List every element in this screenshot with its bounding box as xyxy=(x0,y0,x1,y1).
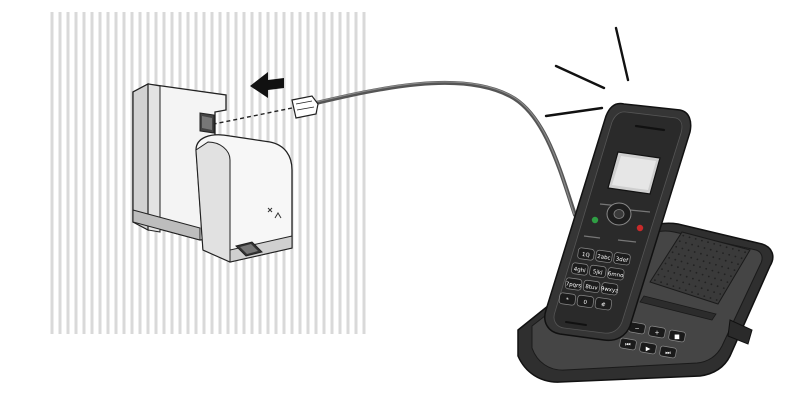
base-control-button[interactable]: ⏮ xyxy=(619,337,637,351)
svg-text:⏮: ⏮ xyxy=(625,342,631,349)
svg-text:8tuv: 8tuv xyxy=(585,284,599,292)
insert-direction-arrow xyxy=(250,72,284,98)
base-control-button[interactable]: + xyxy=(648,325,666,339)
keypad-key[interactable]: * xyxy=(558,292,577,306)
svg-text:7pqrs: 7pqrs xyxy=(565,281,581,289)
svg-text:−: − xyxy=(634,326,639,333)
base-control-button[interactable]: ▶ xyxy=(639,341,657,355)
earpiece xyxy=(634,124,666,132)
keypad-key[interactable]: 6mno xyxy=(607,267,625,281)
svg-text:3def: 3def xyxy=(615,256,629,264)
call-button[interactable] xyxy=(591,216,599,224)
wall-socket xyxy=(132,83,227,241)
svg-text:4ghi: 4ghi xyxy=(573,267,586,275)
ringing-indicator-icon xyxy=(544,26,630,118)
filter-label-icon xyxy=(267,207,282,219)
speaker-grille xyxy=(649,231,751,305)
phone-cable-highlight xyxy=(311,81,575,215)
svg-text:2abc: 2abc xyxy=(597,254,611,262)
svg-text:9wxyz: 9wxyz xyxy=(600,286,618,294)
keypad-key[interactable]: 3def xyxy=(613,252,631,266)
keypad-key[interactable]: # xyxy=(594,297,613,311)
svg-text:*: * xyxy=(565,297,569,303)
answering-machine-controls: − + ■ ⏮ ▶ ⏭ xyxy=(619,321,686,359)
keypad-key[interactable]: 5jkl xyxy=(589,264,607,278)
keypad-key[interactable]: 2abc xyxy=(595,249,613,263)
base-control-button[interactable]: − xyxy=(628,321,646,335)
phone-cable xyxy=(310,80,577,217)
base-control-button[interactable]: ⏭ xyxy=(659,345,677,359)
svg-text:0: 0 xyxy=(583,300,588,306)
navigation-cluster xyxy=(583,202,651,243)
insertion-guide-line xyxy=(213,107,293,125)
nav-ok-button[interactable] xyxy=(613,209,625,219)
microphone xyxy=(565,321,587,326)
rj11-plug xyxy=(291,95,319,119)
keypad-key[interactable]: 8tuv xyxy=(582,279,601,293)
svg-text:■: ■ xyxy=(674,334,680,341)
keypad-key[interactable]: 0 xyxy=(576,294,595,308)
keypad-key[interactable]: 1ℚ xyxy=(577,247,595,261)
svg-text:#: # xyxy=(600,302,606,309)
keypad-key[interactable]: 7pqrs xyxy=(564,277,583,291)
svg-text:+: + xyxy=(654,330,659,337)
keypad-key[interactable]: 4ghi xyxy=(571,262,589,276)
keypad-key[interactable]: 9wxyz xyxy=(600,282,619,296)
svg-text:5jkl: 5jkl xyxy=(592,269,603,276)
end-call-button[interactable] xyxy=(636,224,644,232)
svg-text:1ℚ: 1ℚ xyxy=(581,252,590,259)
svg-text:6mno: 6mno xyxy=(607,271,624,279)
svg-text:⏭: ⏭ xyxy=(665,350,671,357)
svg-text:▶: ▶ xyxy=(646,346,651,353)
base-control-button[interactable]: ■ xyxy=(668,329,686,343)
micro-filter xyxy=(195,134,293,263)
